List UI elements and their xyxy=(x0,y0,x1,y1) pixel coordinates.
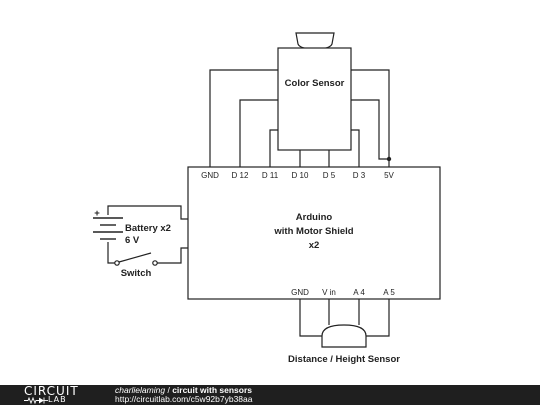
color-sensor-lens xyxy=(295,32,335,50)
footer-bar: CIRCUIT LAB charlielaming / circuit with… xyxy=(0,385,540,405)
pin-label-d10: D 10 xyxy=(292,171,309,180)
switch-lever xyxy=(118,252,152,263)
wire-5v-a xyxy=(351,69,390,167)
arduino-body xyxy=(187,166,441,300)
pin-label-gnd: GND xyxy=(201,171,219,180)
arduino-board: Arduino with Motor Shield x2 GND D 12 D … xyxy=(187,166,441,300)
distance-sensor: Distance / Height Sensor xyxy=(288,299,400,365)
distance-sensor-body xyxy=(321,324,367,348)
credit-line: charlielaming / circuit with sensors xyxy=(115,386,252,395)
switch-terminal-left xyxy=(114,260,120,266)
color-sensor: Color Sensor xyxy=(277,32,352,151)
pin-label-d5: D 5 xyxy=(323,171,336,180)
author-name[interactable]: charlielaming xyxy=(115,385,166,395)
switch-return-wire xyxy=(157,247,188,264)
wire-d3 xyxy=(351,129,360,167)
switch-terminal-right xyxy=(152,260,158,266)
battery-top-wire xyxy=(107,205,188,220)
wire-d11 xyxy=(269,129,278,167)
battery-circuit: + Battery x2 6 V Switch xyxy=(93,205,188,279)
pin-label-vin: V in xyxy=(322,288,336,297)
circuit-title[interactable]: circuit with sensors xyxy=(172,385,253,395)
color-sensor-wires xyxy=(209,69,392,167)
pin-label-a4: A 4 xyxy=(353,288,365,297)
battery-bottom-wire xyxy=(107,242,115,264)
wire-a5 xyxy=(366,299,390,337)
wire-d12 xyxy=(239,99,278,167)
arduino-label-line1: Arduino xyxy=(296,212,333,223)
battery-label-line2: 6 V xyxy=(125,235,140,246)
arduino-label-line2: with Motor Shield xyxy=(273,226,353,237)
color-sensor-body xyxy=(277,47,352,151)
pin-label-bottom-gnd: GND xyxy=(291,288,309,297)
distance-sensor-label: Distance / Height Sensor xyxy=(288,354,400,365)
circuit-url-link[interactable]: http://circuitlab.com/c5w92b7yb38aa xyxy=(115,394,253,404)
pin-label-d11: D 11 xyxy=(262,171,279,180)
junction-dot xyxy=(386,156,392,162)
wire-gnd xyxy=(209,69,278,167)
logo-bottom-text: LAB xyxy=(48,395,67,404)
color-sensor-label: Color Sensor xyxy=(285,78,345,89)
battery-label-line1: Battery x2 xyxy=(125,223,171,234)
arduino-label-line3: x2 xyxy=(309,240,320,251)
wire-bottom-gnd xyxy=(299,299,322,337)
battery-plus-sign: + xyxy=(94,208,100,219)
credit-separator: / xyxy=(165,385,173,395)
wire-5v-b xyxy=(351,99,389,160)
logo-top-text: CIRCUIT xyxy=(24,384,79,398)
pin-label-5v: 5V xyxy=(384,171,394,180)
pin-label-a5: A 5 xyxy=(383,288,395,297)
resistor-diode-icon xyxy=(24,397,48,404)
switch-label: Switch xyxy=(121,268,152,279)
pin-label-d3: D 3 xyxy=(353,171,366,180)
pin-label-d12: D 12 xyxy=(232,171,249,180)
schematic-diagram: Color Sensor Arduino with Motor Shield x… xyxy=(93,32,441,365)
circuitlab-logo: CIRCUIT LAB xyxy=(4,385,96,405)
